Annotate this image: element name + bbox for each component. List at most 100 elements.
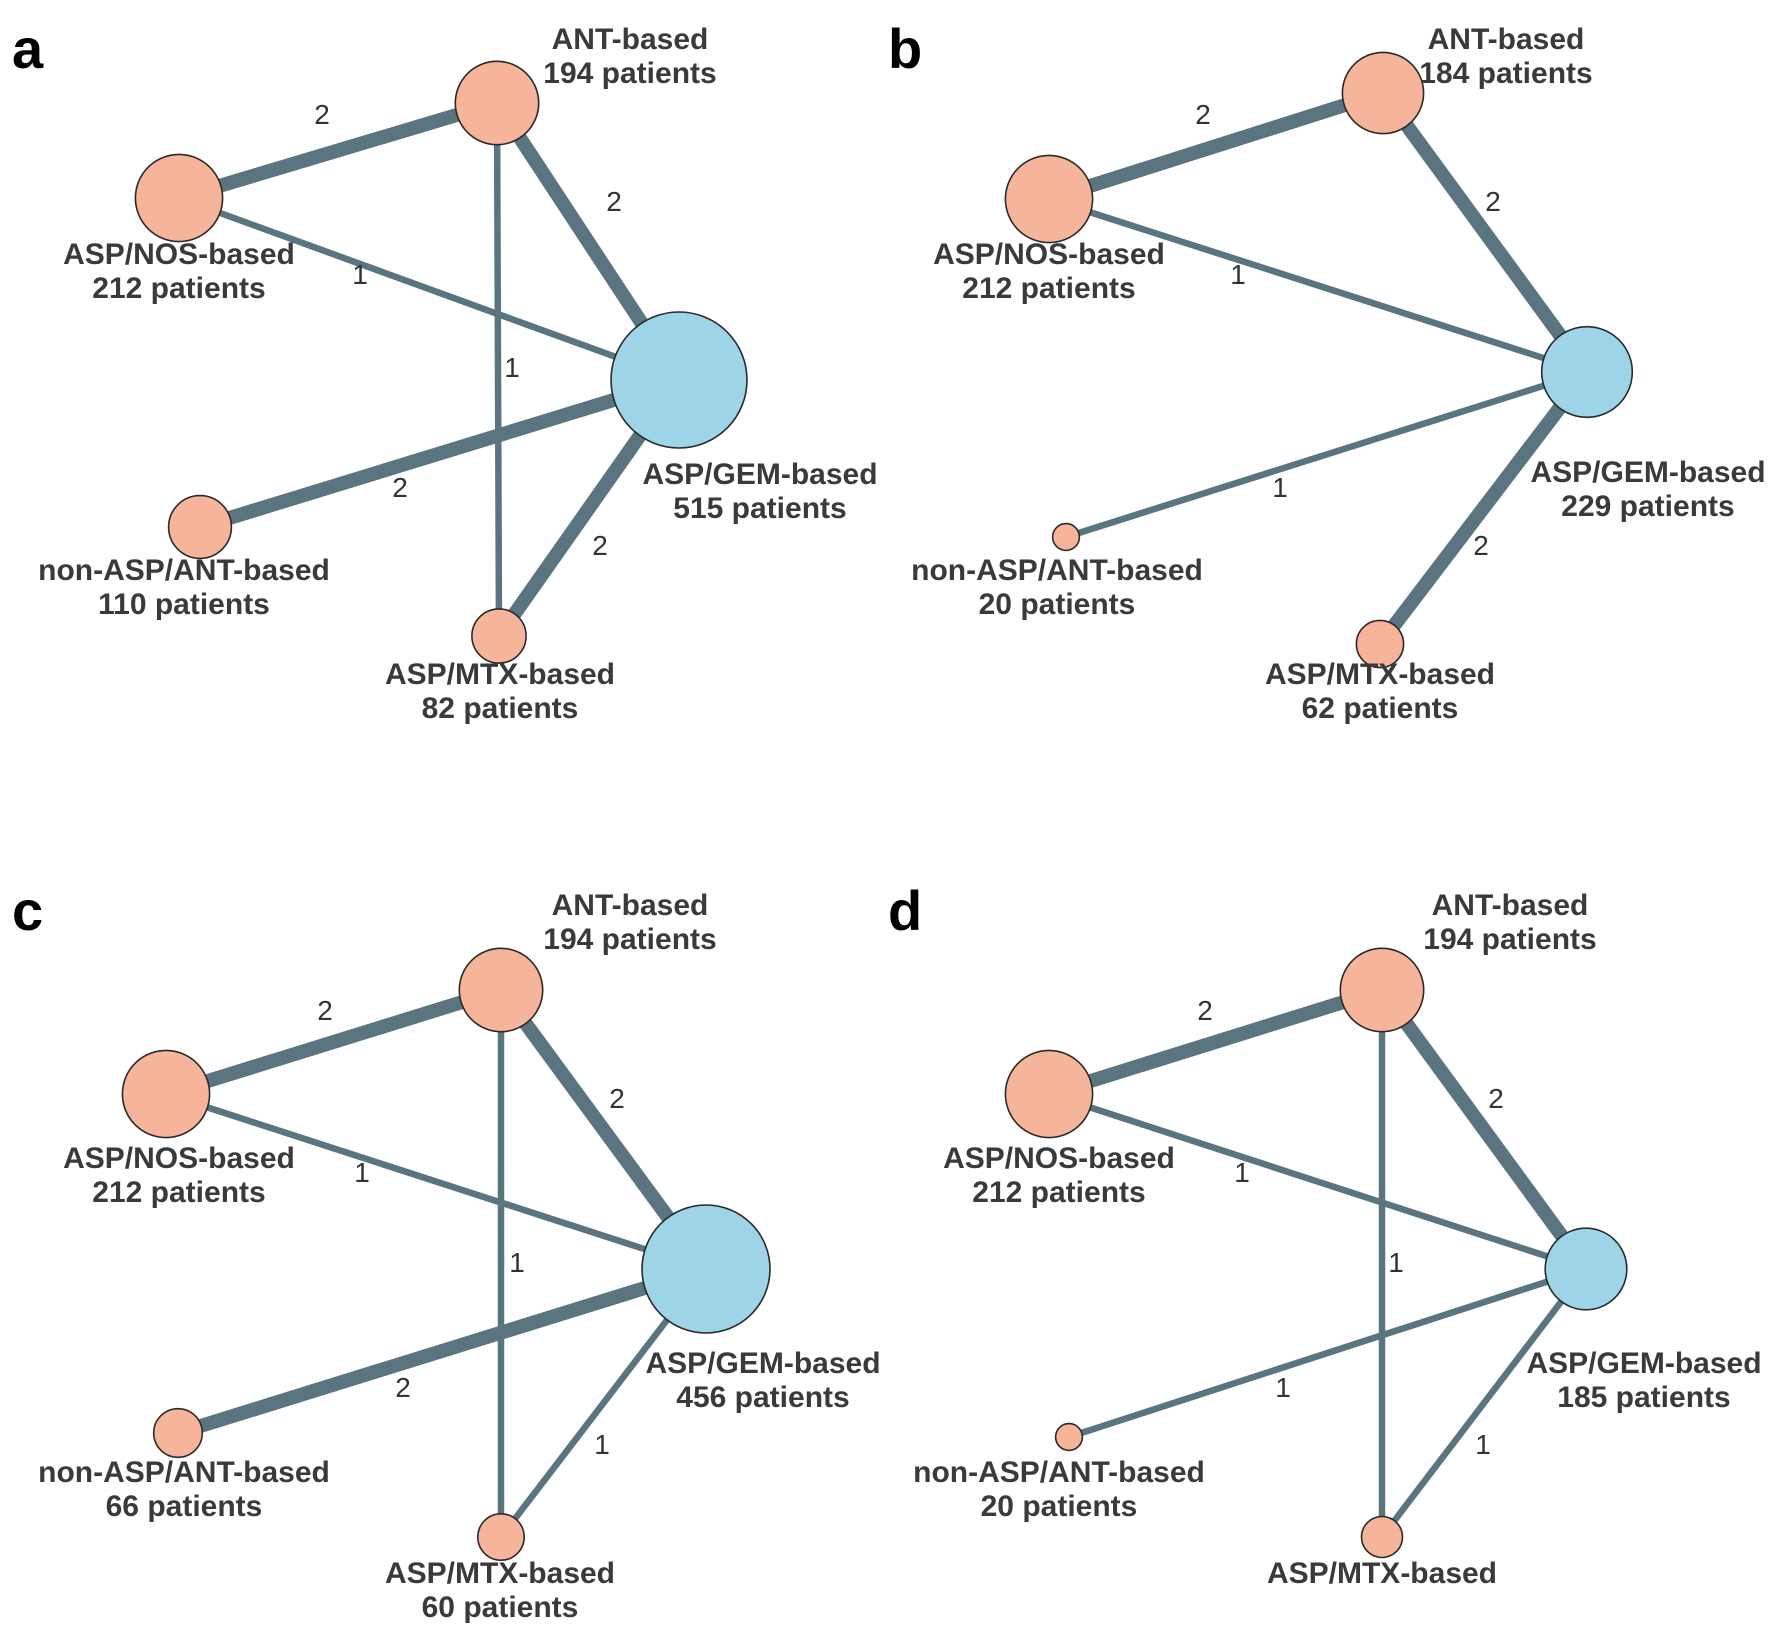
edge-nos-ant (1046, 983, 1385, 1101)
node-name-label: ASP/NOS-based (63, 238, 295, 271)
edge-study-count: 1 (1388, 1247, 1404, 1278)
node-gem (1540, 325, 1634, 419)
edge-study-count: 1 (352, 259, 368, 290)
node-ant (458, 947, 544, 1033)
edge-study-count: 1 (354, 1157, 370, 1188)
edge-nos-ant (176, 96, 500, 205)
node-non (167, 494, 233, 560)
node-mtx (476, 1513, 525, 1562)
edge-nos-ant (163, 983, 504, 1101)
node-patients-label: 60 patients (422, 1591, 579, 1624)
node-patients-label: 20 patients (979, 588, 1136, 621)
node-patients-label: 194 patients (543, 57, 716, 90)
node-patients-label: 515 patients (673, 492, 846, 525)
node-name-label: ASP/GEM-based (642, 458, 877, 491)
node-name-label: ASP/MTX-based (385, 658, 615, 691)
node-patients-label: 212 patients (92, 1176, 265, 1209)
node-mtx (1355, 619, 1405, 669)
node-patients-label: 66 patients (106, 1490, 263, 1523)
edge-layer: 2 2 1 1 2 2 (176, 96, 685, 641)
node-patients-label: 110 patients (98, 588, 270, 621)
node-name-label: ASP/GEM-based (1526, 1347, 1761, 1380)
panel-letter: a (12, 17, 44, 80)
edge-mtx-gem (1374, 367, 1593, 649)
node-name-label: ASP/MTX-based (1265, 658, 1495, 691)
edge-study-count: 2 (1195, 99, 1211, 130)
node-name-label: non-ASP/ANT-based (38, 1456, 330, 1489)
node-patients-label: 194 patients (543, 923, 716, 956)
edge-nos-ant (1046, 86, 1386, 206)
node-patients-label: 184 patients (1419, 57, 1592, 90)
panel-letter: b (888, 17, 922, 80)
edge-ant-gem (1376, 985, 1592, 1274)
node-name-label: ASP/GEM-based (1530, 456, 1765, 489)
node-ant (1339, 947, 1425, 1033)
node-gem (1544, 1227, 1628, 1311)
node-mtx (1360, 1515, 1404, 1559)
edge-study-count: 2 (1473, 530, 1489, 561)
node-name-label: ASP/GEM-based (645, 1347, 880, 1380)
edge-study-count: 1 (1272, 472, 1288, 503)
node-name-label: non-ASP/ANT-based (913, 1456, 1205, 1489)
node-ant (454, 60, 540, 146)
edge-non-gem (1065, 368, 1588, 541)
node-name-label: ASP/NOS-based (933, 238, 1165, 271)
edge-study-count: 2 (592, 530, 608, 561)
node-name-label: non-ASP/ANT-based (38, 554, 330, 587)
node-nos (1004, 154, 1094, 244)
edge-ant-gem (1377, 88, 1593, 377)
node-nos (1004, 1049, 1094, 1139)
edge-study-count: 2 (317, 995, 333, 1026)
node-patients-label: 212 patients (972, 1176, 1145, 1209)
node-non (1051, 522, 1081, 552)
node-nos (134, 153, 224, 243)
edge-study-count: 2 (606, 186, 622, 217)
node-patients-label: 20 patients (981, 1490, 1138, 1523)
node-patients-label: 62 patients (1302, 692, 1459, 725)
edge-study-count: 2 (392, 472, 408, 503)
node-name-label: ANT-based (1428, 23, 1585, 56)
edge-study-count: 1 (504, 352, 520, 383)
node-patients-label: 82 patients (422, 692, 579, 725)
node-name-label: ASP/MTX-based (1267, 1557, 1497, 1590)
edge-nos-gem (1047, 1090, 1588, 1273)
edge-study-count: 1 (1475, 1429, 1491, 1460)
edge-study-count: 1 (509, 1247, 525, 1278)
node-nos (121, 1049, 211, 1139)
panel-letter: d (888, 879, 922, 942)
edge-study-count: 2 (1197, 995, 1213, 1026)
node-name-label: ANT-based (1432, 889, 1589, 922)
node-non (152, 1407, 204, 1459)
node-non (1054, 1422, 1084, 1452)
node-name-label: non-ASP/ANT-based (911, 554, 1203, 587)
edge-study-count: 2 (314, 99, 330, 130)
edge-ant-mtx (493, 102, 503, 637)
node-name-label: ANT-based (552, 889, 709, 922)
edge-study-count: 2 (609, 1083, 625, 1114)
node-patients-label: 212 patients (962, 272, 1135, 305)
edge-non-gem (175, 1262, 709, 1440)
edge-nos-gem (164, 1090, 708, 1273)
node-gem (610, 311, 748, 449)
node-patients-label: 229 patients (1561, 490, 1734, 523)
edge-nos-gem (1048, 195, 1588, 376)
edge-study-count: 1 (1275, 1372, 1291, 1403)
node-patients-label: 212 patients (92, 272, 265, 305)
node-name-label: ANT-based (552, 23, 709, 56)
edge-mtx-gem (1379, 1267, 1589, 1539)
node-name-label: ASP/NOS-based (63, 1142, 295, 1175)
node-gem (641, 1204, 771, 1334)
edge-study-count: 1 (1230, 259, 1246, 290)
edge-study-count: 2 (395, 1372, 411, 1403)
